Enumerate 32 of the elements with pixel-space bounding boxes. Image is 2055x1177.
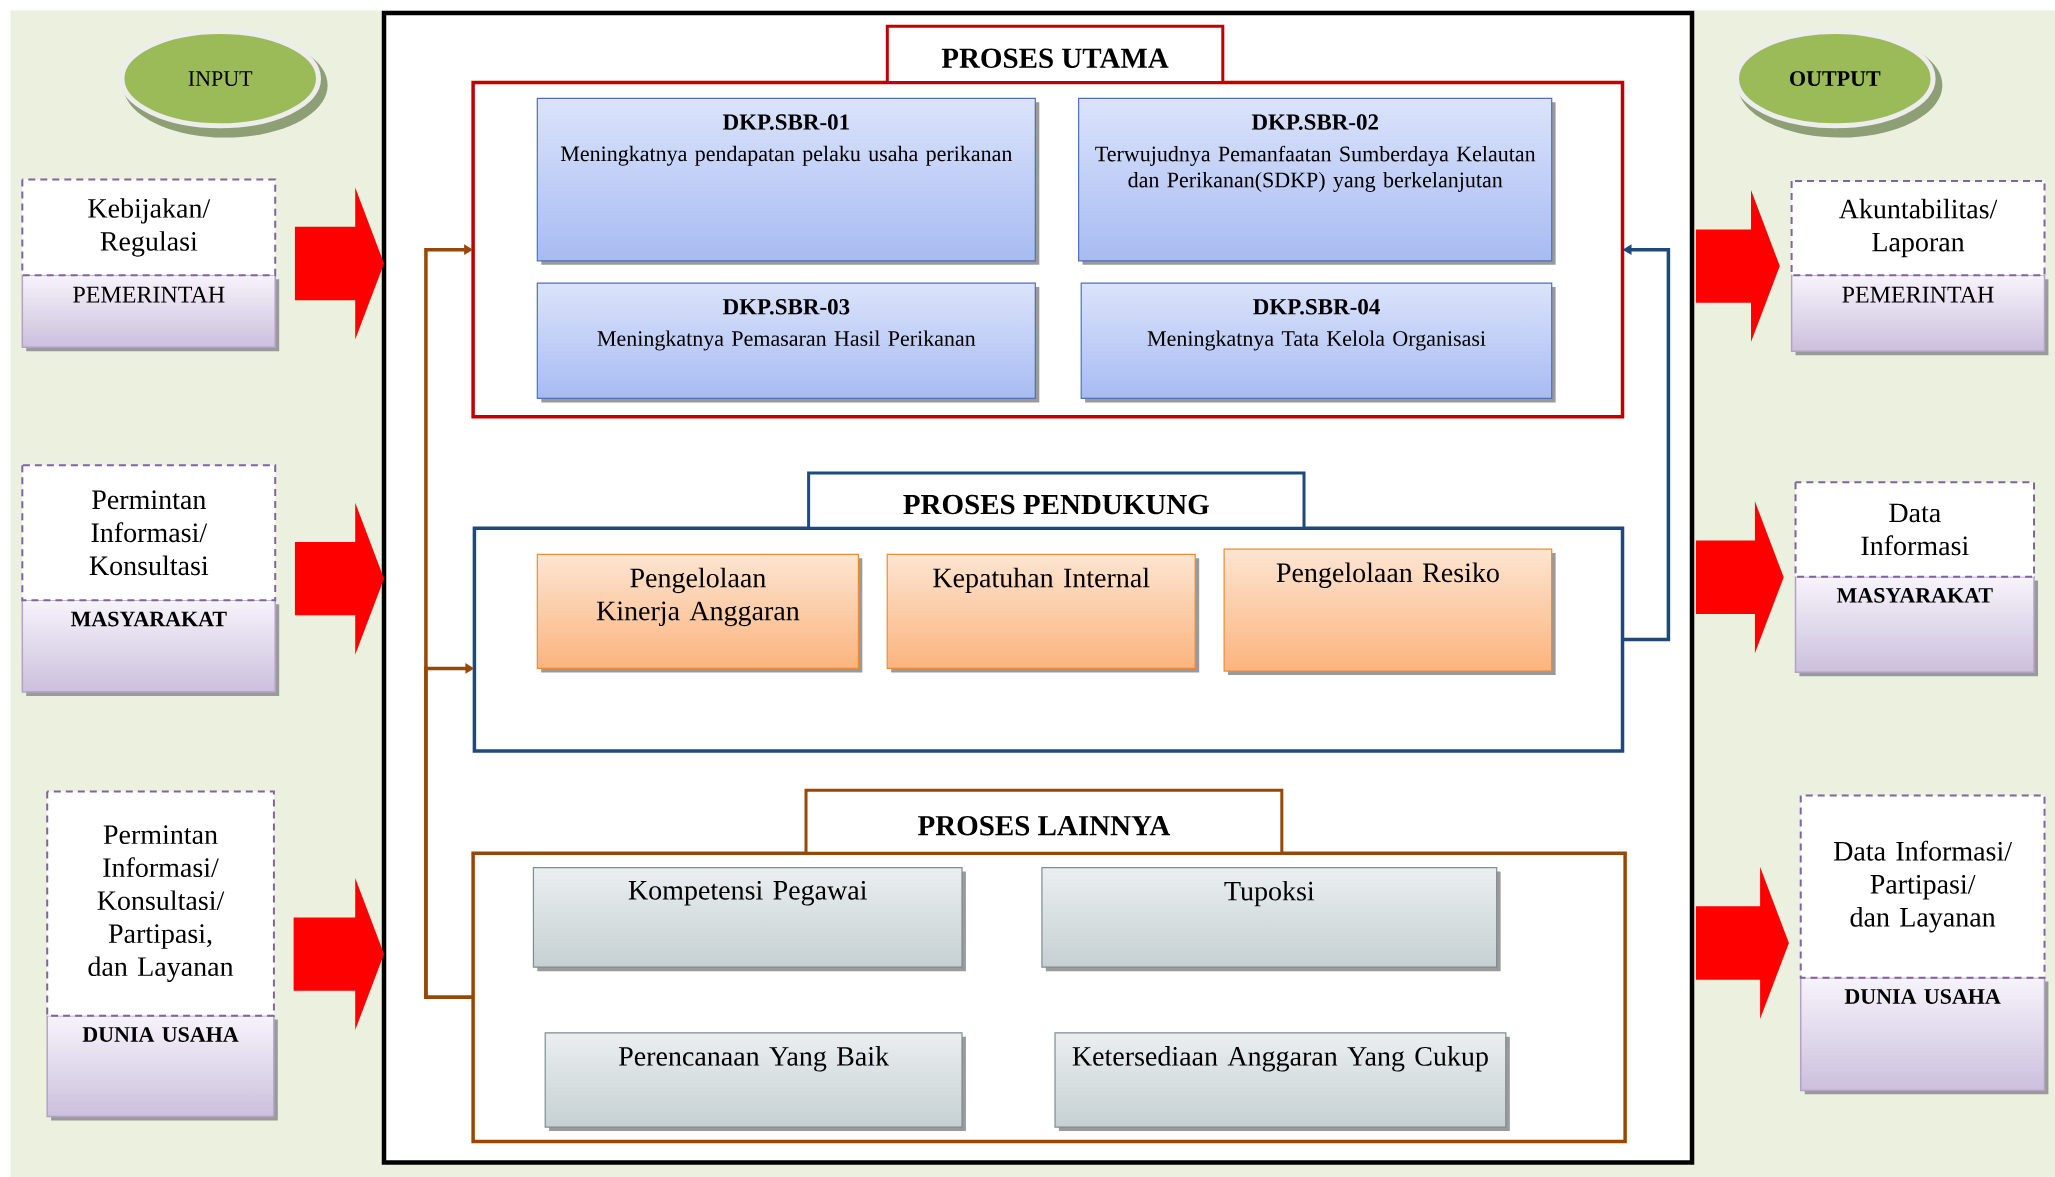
block-arrow [1695,501,1784,654]
block-arrow [1695,190,1780,343]
node-label: DUNIA USAHA [1844,989,2001,1004]
heading-tab: PROSES LAINNYA [804,788,1284,855]
stakeholder-box: Permintan Informasi/ Konsultasi MASYARAKAT [21,464,280,696]
block-arrow [294,187,384,340]
block-arrow [294,502,384,655]
stakeholder-box: Data Informasi/ Partipasi/ dan Layanan DUNIA USAHA [1799,794,2049,1095]
process-box: DKP.SBR-02 Terwujudnya Pemanfaatan Sumberdaya Kelautan dan Perikanan(SDKP) yang berkelanjutan [1078,97,1556,265]
stakeholder-box: Data Informasi MASYARAKAT [1794,481,2038,677]
stakeholder-box: Kebijakan/ Regulasi PEMERINTAH [21,178,280,352]
process-box: Perencanaan Yang Baik [544,1032,966,1131]
heading-tab: PROSES UTAMA [885,24,1225,85]
block-arrow [1695,866,1789,1019]
process-box: Kompetensi Pegawai [532,867,966,972]
node-label: Data Informasi [1861,503,1969,556]
process-box: Tupoksi [1041,867,1501,972]
process-box: DKP.SBR-01 Meningkatnya pendapatan pelaku usaha perikanan [536,97,1040,265]
stakeholder-box: Akuntabilitas/ Laporan PEMERINTAH [1790,179,2049,356]
node-label: DUNIA USAHA [82,1027,239,1042]
process-box: DKP.SBR-03 Meningkatnya Pemasaran Hasil Perikanan [536,282,1040,403]
process-box: Pengelolaan Resiko [1223,548,1556,675]
stakeholder-box: Permintan Informasi/ Konsultasi/ Partipasi, dan Layanan DUNIA USAHA [46,790,278,1121]
block-arrow [293,878,384,1031]
process-box: Kepatuhan Internal [886,553,1200,673]
node-label: PEMERINTAH [1842,286,1994,303]
process-box: Pengelolaan Kinerja Anggaran [536,553,863,673]
process-box: DKP.SBR-04 Meningkatnya Tata Kelola Organisasi [1080,282,1556,403]
process-box: Ketersediaan Anggaran Yang Cukup [1054,1032,1510,1131]
node-label: MASYARAKAT [70,611,227,627]
heading-tab: PROSES PENDUKUNG [807,471,1306,530]
node-label: PEMERINTAH [73,286,225,303]
